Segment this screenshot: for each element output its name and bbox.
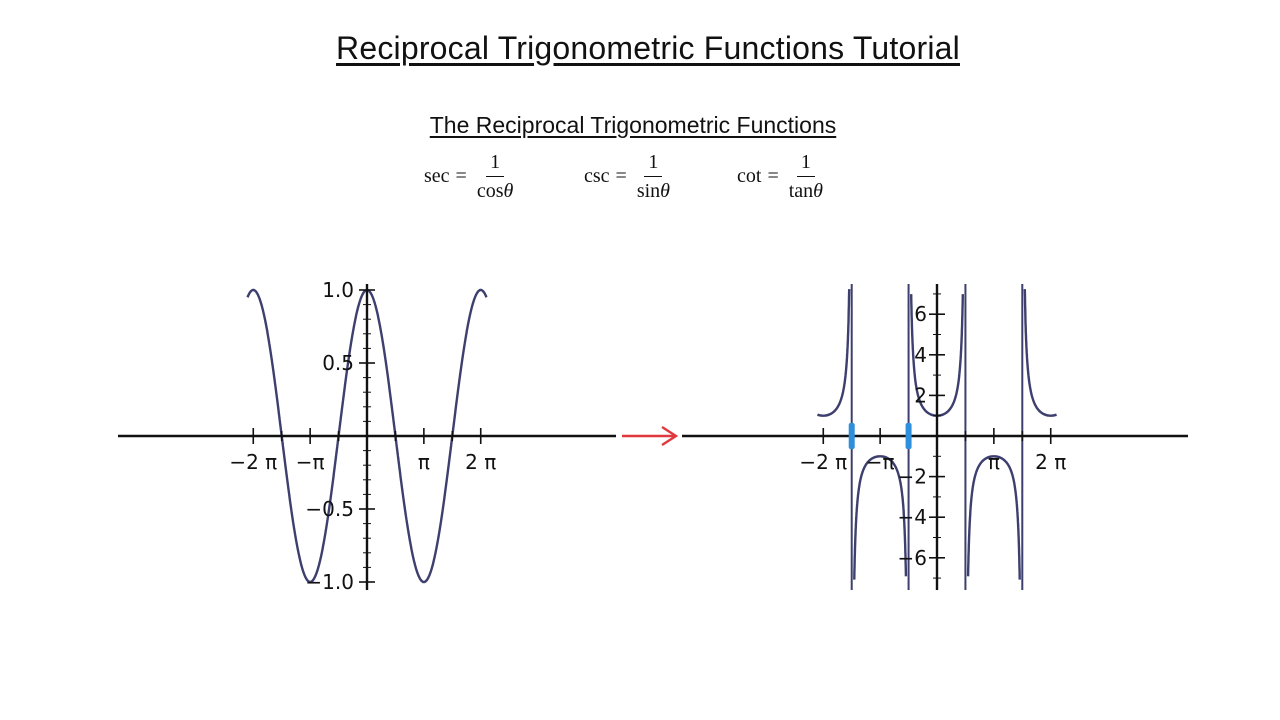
section-subtitle: The Reciprocal Trigonometric Functions xyxy=(429,112,837,138)
x-tick-label: −2 π xyxy=(799,450,847,474)
y-tick-label: −4 xyxy=(898,505,927,529)
x-tick-label: −2 π xyxy=(229,450,277,474)
y-tick-label: 4 xyxy=(914,343,927,367)
x-tick-label: π xyxy=(988,450,1000,474)
theta-symbol: θ xyxy=(813,180,823,202)
x-tick-label: 2 π xyxy=(1035,450,1066,474)
fraction-numerator: 1 xyxy=(644,150,663,177)
denominator-function: tan xyxy=(788,180,814,202)
function-curve xyxy=(1023,289,1058,417)
y-tick-label: −6 xyxy=(898,546,927,570)
function-curve xyxy=(966,455,1021,580)
x-tick-label: 2 π xyxy=(465,450,496,474)
fraction-denominator: cosθ xyxy=(473,177,518,203)
y-tick-label: −1.0 xyxy=(305,570,354,594)
highlight-marker xyxy=(905,423,912,449)
cosine-plot: −2 π −π π 2 π 1.0 0.5 −0.5 −1.0 xyxy=(118,278,616,594)
function-curve xyxy=(853,455,908,580)
function-curve xyxy=(816,289,851,417)
secant-plot: −2 π −π π 2 π 6 4 2 −2 −4 −6 xyxy=(682,284,1188,590)
formula-cot: cot = 1 tanθ xyxy=(737,150,827,203)
fraction-denominator: sinθ xyxy=(633,177,674,203)
x-tick-label: −π xyxy=(866,450,895,474)
denominator-function: cos xyxy=(476,180,504,202)
fraction: 1 tanθ xyxy=(785,150,827,203)
formula-csc: csc = 1 sinθ xyxy=(584,150,674,203)
theta-symbol: θ xyxy=(660,180,670,202)
formula-name: csc xyxy=(584,165,610,187)
fraction-numerator: 1 xyxy=(486,150,505,177)
y-tick-label: −0.5 xyxy=(305,497,354,521)
page-title: Reciprocal Trigonometric Functions Tutor… xyxy=(336,30,960,66)
equals-sign: = xyxy=(455,165,467,187)
y-tick-label: −2 xyxy=(898,465,927,489)
formula-name: cot xyxy=(737,165,762,187)
x-tick-label: π xyxy=(418,450,430,474)
arrow-head xyxy=(661,425,679,447)
fraction: 1 cosθ xyxy=(473,150,518,203)
y-tick-label: 1.0 xyxy=(322,278,354,302)
y-tick-label: 6 xyxy=(914,302,927,326)
fraction: 1 sinθ xyxy=(633,150,674,203)
denominator-function: sin xyxy=(636,180,661,202)
x-tick-label: −π xyxy=(296,450,325,474)
equals-sign: = xyxy=(767,165,779,187)
fraction-denominator: tanθ xyxy=(785,177,827,203)
highlight-marker xyxy=(848,423,855,449)
right-arrow-icon xyxy=(622,425,679,447)
equals-sign: = xyxy=(615,165,627,187)
formula-name: sec xyxy=(424,165,450,187)
y-tick-label: 2 xyxy=(914,383,927,407)
y-tick-label: 0.5 xyxy=(322,351,354,375)
formula-sec: sec = 1 cosθ xyxy=(424,150,517,203)
fraction-numerator: 1 xyxy=(796,150,815,177)
theta-symbol: θ xyxy=(503,180,514,202)
